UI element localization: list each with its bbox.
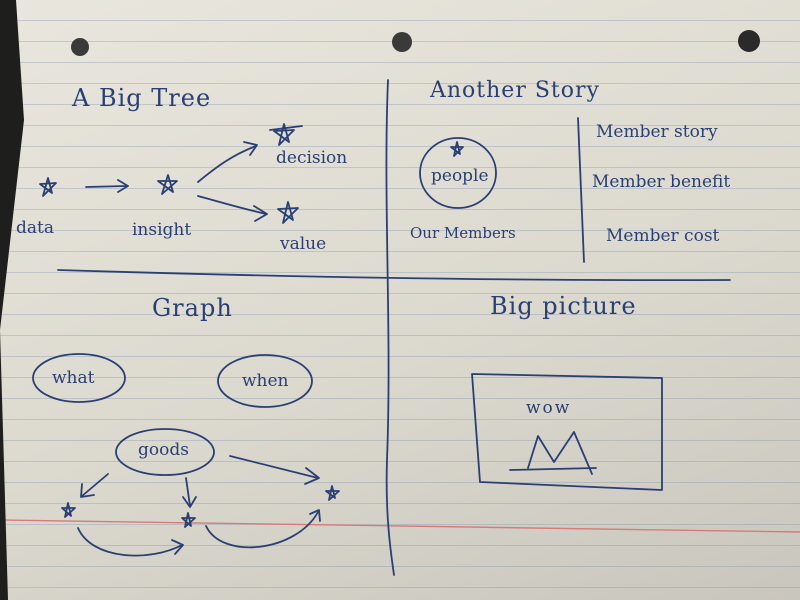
star-decision-icon bbox=[269, 123, 303, 146]
graph-what-label: what bbox=[52, 368, 95, 388]
graph-title: Graph bbox=[152, 294, 233, 322]
tree-insight-label: insight bbox=[132, 220, 192, 240]
arrowhead-goods-middle bbox=[182, 496, 197, 508]
story-bracket-line bbox=[577, 117, 585, 263]
curvehead-middle-right bbox=[309, 509, 321, 522]
star-value-icon bbox=[277, 201, 299, 224]
mountain-shape bbox=[527, 431, 593, 475]
arrowhead-insight-value bbox=[253, 205, 268, 222]
picture-wow-label: wow bbox=[526, 398, 572, 418]
story-item-member-benefit: Member benefit bbox=[592, 172, 731, 192]
star-people-icon bbox=[450, 141, 464, 157]
arrow-data-insight bbox=[85, 185, 127, 188]
star-graph-left-icon bbox=[61, 502, 76, 518]
when-bubble bbox=[217, 354, 313, 408]
binder-hole-left bbox=[71, 38, 89, 56]
story-item-member-cost: Member cost bbox=[606, 226, 720, 246]
star-graph-right-icon bbox=[325, 485, 340, 501]
curvehead-left-middle bbox=[171, 539, 184, 555]
tree-title: A Big Tree bbox=[72, 84, 212, 112]
tree-decision-label: decision bbox=[276, 148, 348, 168]
graph-goods-label: goods bbox=[138, 440, 189, 460]
goods-bubble bbox=[115, 428, 215, 476]
people-circle bbox=[419, 137, 497, 209]
vertical-divider bbox=[385, 79, 395, 576]
star-insight-icon bbox=[157, 174, 178, 195]
arrowhead-goods-left bbox=[80, 483, 95, 498]
mountain-base bbox=[509, 467, 597, 471]
arrow-goods-left bbox=[81, 473, 109, 497]
tree-value-label: value bbox=[280, 234, 327, 254]
story-people-label: people bbox=[431, 166, 489, 186]
arrow-goods-right bbox=[229, 455, 319, 479]
star-data-icon bbox=[39, 177, 57, 197]
arrow-insight-decision bbox=[197, 145, 257, 183]
what-bubble bbox=[32, 353, 126, 403]
arrowhead-goods-right bbox=[304, 467, 320, 485]
binder-hole-middle bbox=[392, 32, 412, 52]
arrow-insight-value bbox=[197, 195, 267, 215]
arrowhead-insight-decision bbox=[243, 141, 258, 156]
story-our-members-label: Our Members bbox=[410, 224, 516, 242]
arrowhead-data-insight bbox=[117, 179, 129, 193]
star-graph-middle-icon bbox=[181, 512, 196, 528]
tree-data-label: data bbox=[16, 218, 54, 238]
graph-when-label: when bbox=[242, 371, 289, 391]
arrow-goods-middle bbox=[185, 477, 191, 507]
picture-frame bbox=[471, 373, 663, 491]
story-item-member-story: Member story bbox=[596, 122, 718, 142]
horizontal-divider bbox=[57, 269, 731, 282]
story-title: Another Story bbox=[430, 78, 600, 103]
curve-left-middle bbox=[77, 527, 183, 557]
margin-line bbox=[0, 519, 800, 533]
picture-title: Big picture bbox=[490, 292, 637, 320]
binder-hole-right bbox=[738, 30, 760, 52]
curve-middle-right bbox=[205, 511, 319, 549]
